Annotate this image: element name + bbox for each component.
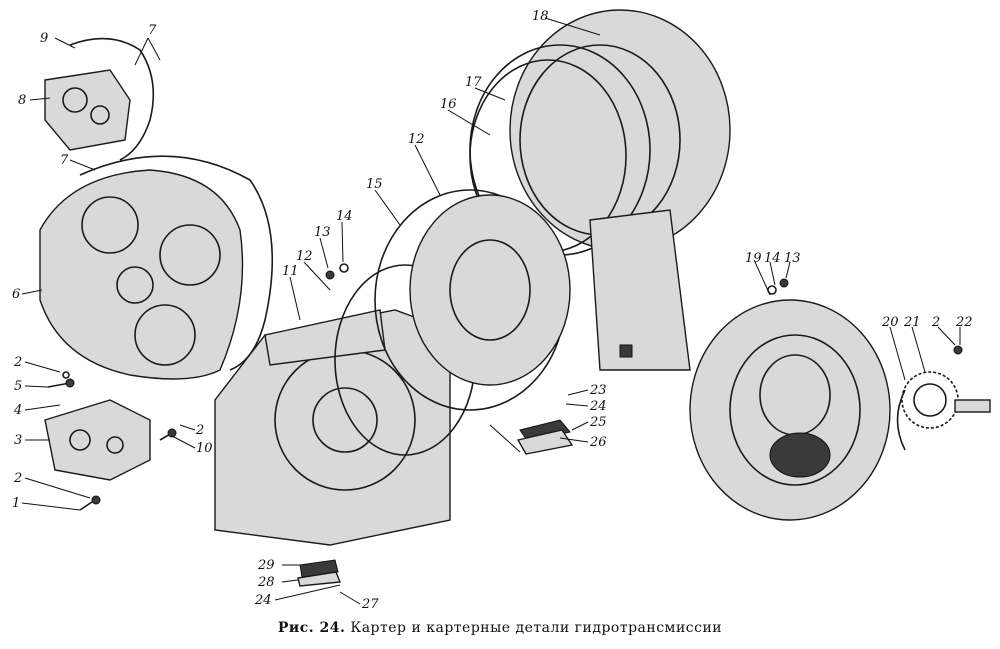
label-14a: 14 — [336, 209, 353, 224]
label-7b: 7 — [60, 153, 69, 168]
label-14b: 14 — [764, 251, 781, 266]
label-25: 25 — [589, 415, 607, 430]
label-21: 21 — [903, 315, 921, 330]
label-17: 17 — [465, 75, 482, 90]
pump-assembly-top — [44, 37, 155, 161]
label-11: 11 — [282, 264, 299, 279]
caption-text: Картер и картерные детали гидротрансмисс… — [350, 620, 723, 636]
label-2b: 2 — [13, 471, 22, 486]
rear-housing-shell — [469, 9, 731, 371]
label-24b: 24 — [254, 593, 272, 608]
label-18: 18 — [532, 9, 549, 24]
main-crankcase — [214, 309, 451, 546]
label-24a: 24 — [589, 399, 607, 414]
label-2a: 2 — [13, 355, 22, 370]
label-12b: 12 — [408, 132, 425, 147]
label-23: 23 — [589, 383, 607, 398]
label-16: 16 — [440, 97, 457, 112]
ring-plates — [334, 189, 571, 456]
label-28: 28 — [257, 575, 275, 590]
label-22: 22 — [955, 315, 973, 330]
gear-20-21 — [896, 371, 991, 451]
label-2c: 2 — [195, 423, 204, 438]
label-15: 15 — [366, 177, 383, 192]
label-19: 19 — [745, 251, 762, 266]
label-12a: 12 — [296, 249, 313, 264]
label-3: 3 — [14, 433, 22, 448]
label-27: 27 — [361, 597, 379, 612]
label-5: 5 — [14, 379, 22, 394]
bolts — [47, 371, 177, 511]
small-cover-plate — [516, 419, 574, 455]
pump-assembly-lower — [44, 399, 151, 481]
leader-lines — [21, 17, 961, 605]
lower-cover-plate — [297, 559, 341, 587]
label-9: 9 — [40, 31, 48, 46]
gasket-7 — [79, 155, 274, 371]
figure-caption: Рис. 24. Картер и картерные детали гидро… — [0, 620, 1000, 636]
label-13b: 13 — [784, 251, 801, 266]
front-cover-plate — [39, 169, 244, 380]
label-10: 10 — [196, 441, 213, 456]
part-labels: 9 8 7 7 6 2 5 4 3 2 1 2 10 11 12 13 14 1… — [12, 9, 973, 612]
label-13a: 13 — [314, 225, 331, 240]
label-29: 29 — [257, 558, 275, 573]
caption-prefix: Рис. 24. — [277, 620, 346, 636]
label-20: 20 — [881, 315, 899, 330]
label-26: 26 — [589, 435, 607, 450]
label-7a: 7 — [148, 23, 157, 38]
label-6: 6 — [12, 287, 20, 302]
label-4: 4 — [13, 403, 22, 418]
label-8: 8 — [18, 93, 26, 108]
label-2d: 2 — [931, 315, 940, 330]
label-1: 1 — [12, 496, 20, 511]
side-cover — [689, 299, 891, 521]
